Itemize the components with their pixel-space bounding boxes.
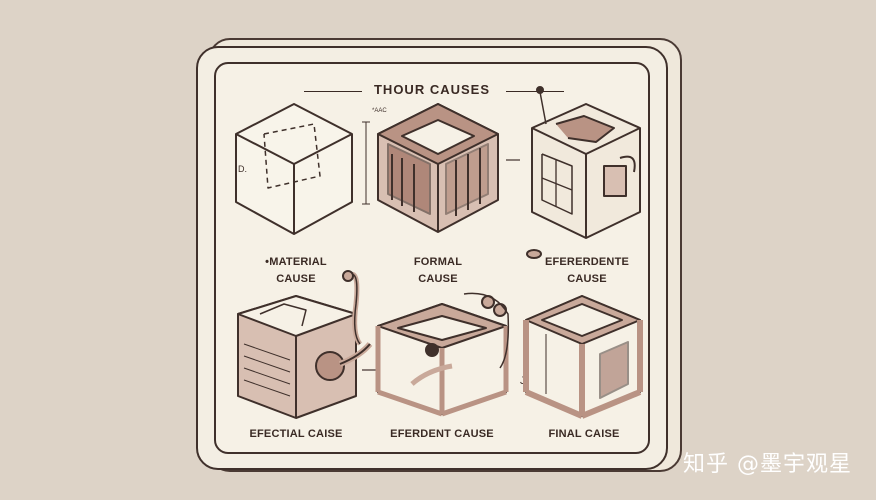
material-cause-label: •MATERIAL CAUSE: [244, 254, 348, 288]
final-cube-icon: [523, 295, 643, 419]
map-cube-icon: [526, 86, 641, 259]
material-label-line2: CAUSE: [276, 273, 316, 285]
illustration-card: THOUR CAUSES D.: [196, 46, 668, 470]
ererdente-cause-label: EFERERDENTE CAUSE: [528, 254, 646, 288]
final-cause-label: FINAL CAISE: [548, 428, 620, 440]
efectial-cube-icon: [237, 270, 376, 419]
material-label-line1: •MATERIAL: [265, 256, 327, 268]
efectial-cause-label: EFECTIAL CAISE: [249, 428, 343, 440]
eferer-label-line2: CAUSE: [567, 273, 607, 285]
formal-cause-label: FORMAL CAUSE: [388, 254, 488, 288]
title-rule-left: [304, 91, 362, 92]
svg-text:D.: D.: [238, 164, 247, 174]
svg-text:J: J: [520, 375, 526, 387]
diagram-title: THOUR CAUSES: [373, 82, 490, 97]
formal-label-line1: FORMAL: [413, 256, 463, 268]
watermark-text: 知乎 @墨宇观星: [683, 452, 852, 477]
illustration-panel: THOUR CAUSES D.: [214, 62, 650, 454]
formal-label-line2: CAUSE: [418, 273, 458, 285]
title-rule-right: [506, 91, 564, 92]
causes-illustration: D.: [235, 86, 643, 419]
eferer-label-line1: EFERERDENTE: [544, 256, 630, 268]
eferdent-cause-label: EFERDENT CAUSE: [390, 428, 494, 440]
svg-text:*AAC: *AAC: [372, 108, 387, 114]
eferdent-cube-icon: J: [375, 292, 526, 417]
material-cube-icon: D.: [235, 103, 353, 235]
formal-cube-icon: *AAC: [362, 103, 520, 233]
